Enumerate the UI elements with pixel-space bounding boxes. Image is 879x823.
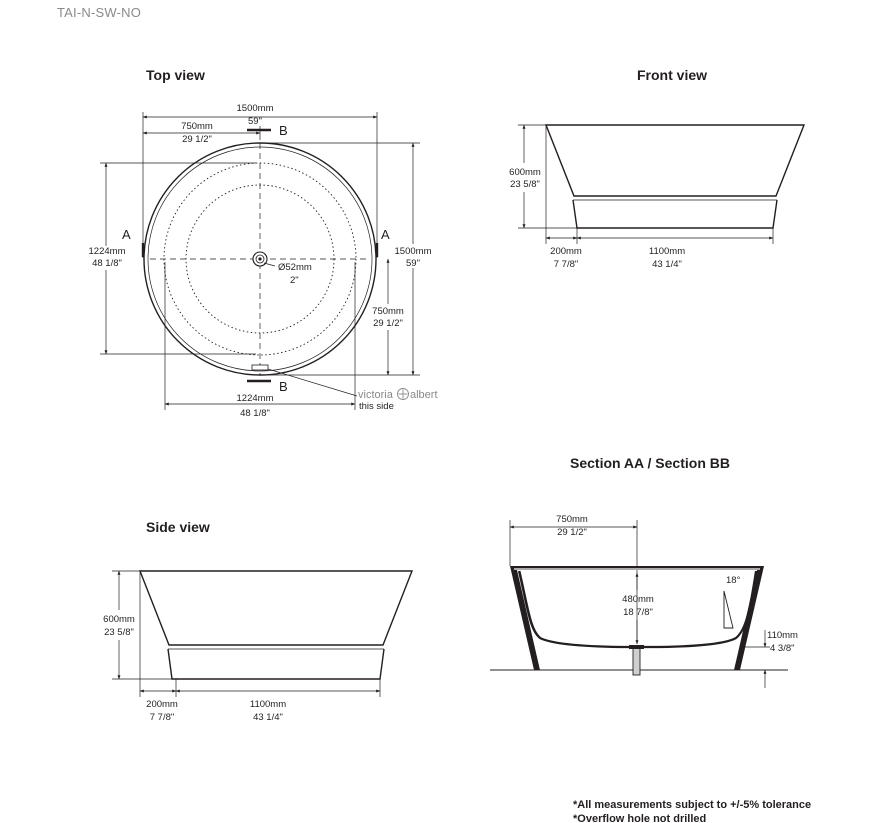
section-half-width-in: 29 1/2" xyxy=(557,527,587,538)
side-overhang-in: 7 7/8" xyxy=(150,712,175,723)
brand-name-left: victoria xyxy=(358,389,394,401)
side-tub-body xyxy=(138,570,414,646)
top-inner-width-in: 48 1/8" xyxy=(240,408,270,419)
side-view: Side view 600mm 23 5/8" 200mm 7 7/8" 110… xyxy=(103,519,414,723)
notes: *All measurements subject to +/-5% toler… xyxy=(573,799,811,823)
front-base-in: 43 1/4" xyxy=(652,259,682,270)
brand-name-right: albert xyxy=(410,389,438,401)
front-overhang-in: 7 7/8" xyxy=(554,259,579,270)
top-inner-height-in: 48 1/8" xyxy=(92,258,122,269)
section-inner-bowl xyxy=(517,570,758,649)
side-height-mm: 600mm xyxy=(103,614,135,625)
product-code: TAI-N-SW-NO xyxy=(57,5,142,20)
section-a-left-label: A xyxy=(122,227,131,242)
side-tub-plinth xyxy=(167,648,385,680)
brand-leader-line xyxy=(267,368,358,397)
section-tub-walls xyxy=(510,566,764,670)
top-inner-width-mm: 1224mm xyxy=(237,393,274,404)
front-height-mm: 600mm xyxy=(509,167,541,178)
front-overhang-mm: 200mm xyxy=(550,246,582,257)
top-view: Top view 1500mm 59" 750mm 29 1/2" B B A … xyxy=(89,67,438,419)
section-a-right-label: A xyxy=(381,227,390,242)
section-depth-in: 18 7/8" xyxy=(623,607,653,618)
brand-plus-icon xyxy=(397,388,409,400)
note-tolerance: *All measurements subject to +/-5% toler… xyxy=(573,799,811,811)
side-height-in: 23 5/8" xyxy=(104,627,134,638)
note-overflow: *Overflow hole not drilled xyxy=(573,813,706,823)
front-tub-plinth xyxy=(572,199,778,229)
front-tub-body xyxy=(544,124,806,197)
front-view-title: Front view xyxy=(637,67,707,83)
section-view: Section AA / Section BB 750mm 29 1/2" 48… xyxy=(490,455,798,688)
top-inner-height-mm: 1224mm xyxy=(89,246,126,257)
front-view: Front view 600mm 23 5/8" 200mm 7 7/8" 11… xyxy=(509,67,806,270)
top-overall-width-mm: 1500mm xyxy=(237,103,274,114)
top-half-height-in: 29 1/2" xyxy=(373,318,403,329)
waste-diameter-in: 2" xyxy=(290,275,299,286)
top-overall-height-in: 59" xyxy=(406,258,420,269)
wall-angle-indicator xyxy=(723,590,734,629)
section-b-bottom-label: B xyxy=(279,379,288,394)
side-view-title: Side view xyxy=(146,519,210,535)
top-view-title: Top view xyxy=(146,67,205,83)
top-half-width-in: 29 1/2" xyxy=(182,134,212,145)
section-view-title: Section AA / Section BB xyxy=(570,455,730,471)
waste-pipe xyxy=(632,646,641,676)
top-half-height-mm: 750mm xyxy=(372,306,404,317)
section-half-width-mm: 750mm xyxy=(556,514,588,525)
section-base-mm: 110mm xyxy=(767,630,798,641)
brand-plate xyxy=(251,364,269,371)
section-depth-mm: 480mm xyxy=(622,594,654,605)
brand-note: this side xyxy=(359,401,394,412)
waste-diameter-mm: Ø52mm xyxy=(278,262,312,273)
section-angle: 18° xyxy=(726,575,741,586)
side-base-in: 43 1/4" xyxy=(253,712,283,723)
top-overall-width-in: 59" xyxy=(248,116,262,127)
front-base-mm: 1100mm xyxy=(649,246,685,257)
side-overhang-mm: 200mm xyxy=(146,699,178,710)
section-b-top-label: B xyxy=(279,123,288,138)
section-base-in: 4 3/8" xyxy=(770,643,795,654)
top-half-width-mm: 750mm xyxy=(181,121,213,132)
front-height-in: 23 5/8" xyxy=(510,179,540,190)
side-base-mm: 1100mm xyxy=(250,699,286,710)
top-overall-height-mm: 1500mm xyxy=(395,246,432,257)
